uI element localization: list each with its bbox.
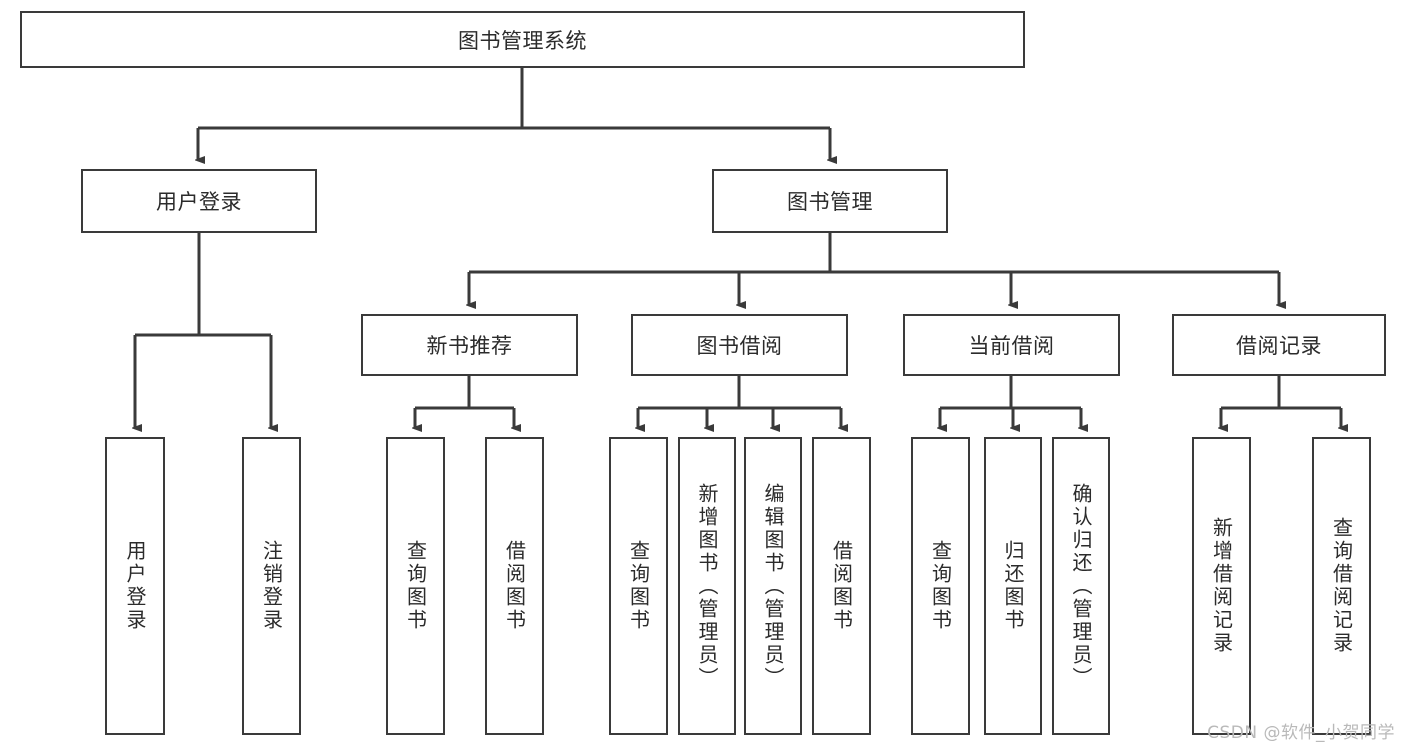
node-current-borrow-label: 当前借阅	[968, 334, 1055, 358]
leaf-user-logout-label: 注销登录	[259, 540, 284, 632]
node-root-label: 图书管理系统	[458, 28, 587, 53]
leaf-edit-book-label: 编辑图书（管理员）	[761, 482, 785, 690]
node-new-book-recommend[interactable]: 新书推荐	[361, 314, 578, 376]
leaf-query-record-label: 查询借阅记录	[1329, 517, 1354, 655]
leaf-add-record[interactable]: 新增借阅记录	[1192, 437, 1251, 735]
leaf-query-book-3-label: 查询图书	[928, 540, 953, 632]
node-root[interactable]: 图书管理系统	[20, 11, 1025, 68]
leaf-query-book-1[interactable]: 查询图书	[386, 437, 445, 735]
leaf-user-logout[interactable]: 注销登录	[242, 437, 301, 735]
leaf-add-book[interactable]: 新增图书（管理员）	[678, 437, 736, 735]
node-current-borrow[interactable]: 当前借阅	[903, 314, 1120, 376]
leaf-return-book-label: 归还图书	[1001, 540, 1025, 632]
node-user-login-label: 用户登录	[156, 190, 242, 214]
node-book-borrow[interactable]: 图书借阅	[631, 314, 848, 376]
watermark: CSDN @软件_小贺同学	[1207, 723, 1395, 743]
node-borrow-record-label: 借阅记录	[1236, 334, 1322, 358]
leaf-add-book-label: 新增图书（管理员）	[695, 482, 719, 690]
leaf-query-book-1-label: 查询图书	[403, 540, 428, 632]
leaf-confirm-return-label: 确认归还（管理员）	[1069, 482, 1093, 690]
leaf-add-record-label: 新增借阅记录	[1209, 517, 1234, 655]
leaf-return-book[interactable]: 归还图书	[984, 437, 1042, 735]
leaf-user-login[interactable]: 用户登录	[105, 437, 165, 735]
leaf-borrow-book-1[interactable]: 借阅图书	[485, 437, 544, 735]
leaf-query-record[interactable]: 查询借阅记录	[1312, 437, 1371, 735]
leaf-borrow-book-1-label: 借阅图书	[502, 540, 527, 632]
node-book-manage[interactable]: 图书管理	[712, 169, 948, 233]
leaf-query-book-2[interactable]: 查询图书	[609, 437, 668, 735]
node-user-login[interactable]: 用户登录	[81, 169, 317, 233]
leaf-confirm-return[interactable]: 确认归还（管理员）	[1052, 437, 1110, 735]
leaf-user-login-label: 用户登录	[123, 540, 147, 632]
leaf-borrow-book-2-label: 借阅图书	[829, 540, 854, 632]
node-book-manage-label: 图书管理	[787, 190, 873, 214]
leaf-borrow-book-2[interactable]: 借阅图书	[812, 437, 871, 735]
leaf-edit-book[interactable]: 编辑图书（管理员）	[744, 437, 802, 735]
node-borrow-record[interactable]: 借阅记录	[1172, 314, 1386, 376]
node-book-borrow-label: 图书借阅	[696, 334, 783, 358]
node-new-book-recommend-label: 新书推荐	[426, 334, 513, 358]
leaf-query-book-3[interactable]: 查询图书	[911, 437, 970, 735]
leaf-query-book-2-label: 查询图书	[626, 540, 651, 632]
